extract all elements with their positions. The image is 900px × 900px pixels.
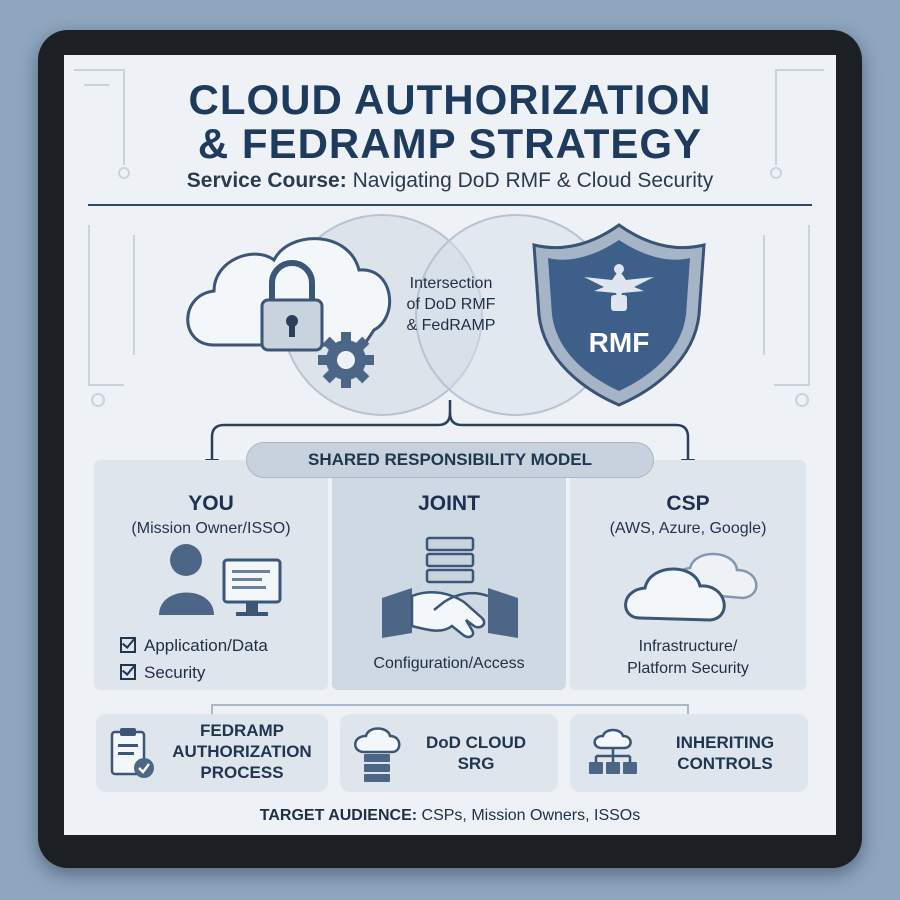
card-3-text: INHERITING CONTROLS bbox=[650, 732, 800, 774]
subtitle: Service Course: Navigating DoD RMF & Clo… bbox=[64, 169, 836, 193]
footer-lead: TARGET AUDIENCE: bbox=[259, 807, 418, 824]
title-line-1: CLOUD AUTHORIZATION bbox=[188, 76, 712, 123]
card-inheriting-controls: INHERITING CONTROLS bbox=[570, 714, 808, 792]
check-item-1: Application/Data bbox=[120, 636, 268, 656]
column-csp-heading: CSP bbox=[666, 492, 710, 515]
venn-intersection-label: Intersection of DoD RMF & FedRAMP bbox=[386, 273, 516, 336]
card-1-line-2: AUTHORIZATION bbox=[172, 742, 312, 761]
card-1-line-1: FEDRAMP bbox=[199, 721, 285, 740]
check-item-1-label: Application/Data bbox=[144, 636, 268, 655]
card-2-text: DoD CLOUD SRG bbox=[406, 732, 546, 774]
csp-label-line-2: Platform Security bbox=[627, 660, 749, 677]
cloud-server-icon bbox=[354, 727, 401, 782]
card-2-line-2: SRG bbox=[457, 754, 495, 773]
gear-icon bbox=[318, 332, 374, 388]
column-csp-subheading: (AWS, Azure, Google) bbox=[609, 520, 767, 537]
checkbox-icon bbox=[120, 664, 136, 680]
card-2-line-1: DoD CLOUD bbox=[425, 733, 527, 752]
cards-connector bbox=[211, 704, 689, 714]
venn-label-line-2: of DoD RMF bbox=[406, 296, 496, 313]
subtitle-lead: Service Course: bbox=[186, 169, 347, 192]
venn-label-line-1: Intersection bbox=[409, 275, 493, 292]
column-you-heading: YOU bbox=[188, 492, 234, 515]
check-item-2-label: Security bbox=[144, 663, 206, 682]
column-csp: CSP (AWS, Azure, Google) Infrastructure/… bbox=[570, 460, 806, 690]
clipboard-check-icon bbox=[110, 728, 154, 778]
card-1-line-3: PROCESS bbox=[200, 763, 284, 782]
cloud-hierarchy-icon bbox=[589, 728, 637, 774]
csp-label-line-1: Infrastructure/ bbox=[638, 638, 738, 655]
column-joint-heading: JOINT bbox=[418, 492, 480, 515]
card-1-text: FEDRAMP AUTHORIZATION PROCESS bbox=[162, 720, 322, 783]
title-line-2: & FEDRAMP STRATEGY bbox=[197, 120, 703, 167]
handshake-server-icon bbox=[382, 536, 518, 639]
card-fedramp-process: FEDRAMP AUTHORIZATION PROCESS bbox=[96, 714, 328, 792]
eagle-icon bbox=[584, 264, 654, 311]
user-computer-icon bbox=[159, 544, 282, 616]
card-3-line-2: CONTROLS bbox=[677, 754, 773, 773]
checkbox-icon bbox=[120, 637, 136, 653]
infographic-screen: CLOUD AUTHORIZATION & FEDRAMP STRATEGY S… bbox=[64, 55, 836, 835]
column-you: YOU (Mission Owner/ISSO) Application/Dat… bbox=[94, 460, 328, 690]
joint-label: Configuration/Access bbox=[373, 655, 525, 672]
card-dod-cloud-srg: DoD CLOUD SRG bbox=[340, 714, 558, 792]
card-3-line-1: INHERITING bbox=[675, 733, 775, 752]
circuit-background bbox=[74, 69, 824, 407]
cloud-icon bbox=[624, 552, 758, 622]
shared-responsibility-title: SHARED RESPONSIBILITY MODEL bbox=[246, 442, 654, 478]
rmf-shield-icon bbox=[532, 223, 706, 407]
cloud-lock-icon bbox=[186, 237, 391, 388]
footer-rest: CSPs, Mission Owners, ISSOs bbox=[421, 807, 641, 824]
target-audience: TARGET AUDIENCE: CSPs, Mission Owners, I… bbox=[64, 807, 836, 825]
check-item-2: Security bbox=[120, 663, 205, 683]
column-you-subheading: (Mission Owner/ISSO) bbox=[131, 520, 291, 537]
csp-label: Infrastructure/ Platform Security bbox=[570, 636, 806, 680]
column-joint: JOINT Configuration/Access bbox=[332, 460, 566, 690]
venn-label-line-3: & FedRAMP bbox=[406, 317, 496, 334]
shield-label: RMF bbox=[588, 327, 650, 358]
subtitle-rest: Navigating DoD RMF & Cloud Security bbox=[352, 169, 714, 192]
title-divider bbox=[88, 204, 812, 206]
